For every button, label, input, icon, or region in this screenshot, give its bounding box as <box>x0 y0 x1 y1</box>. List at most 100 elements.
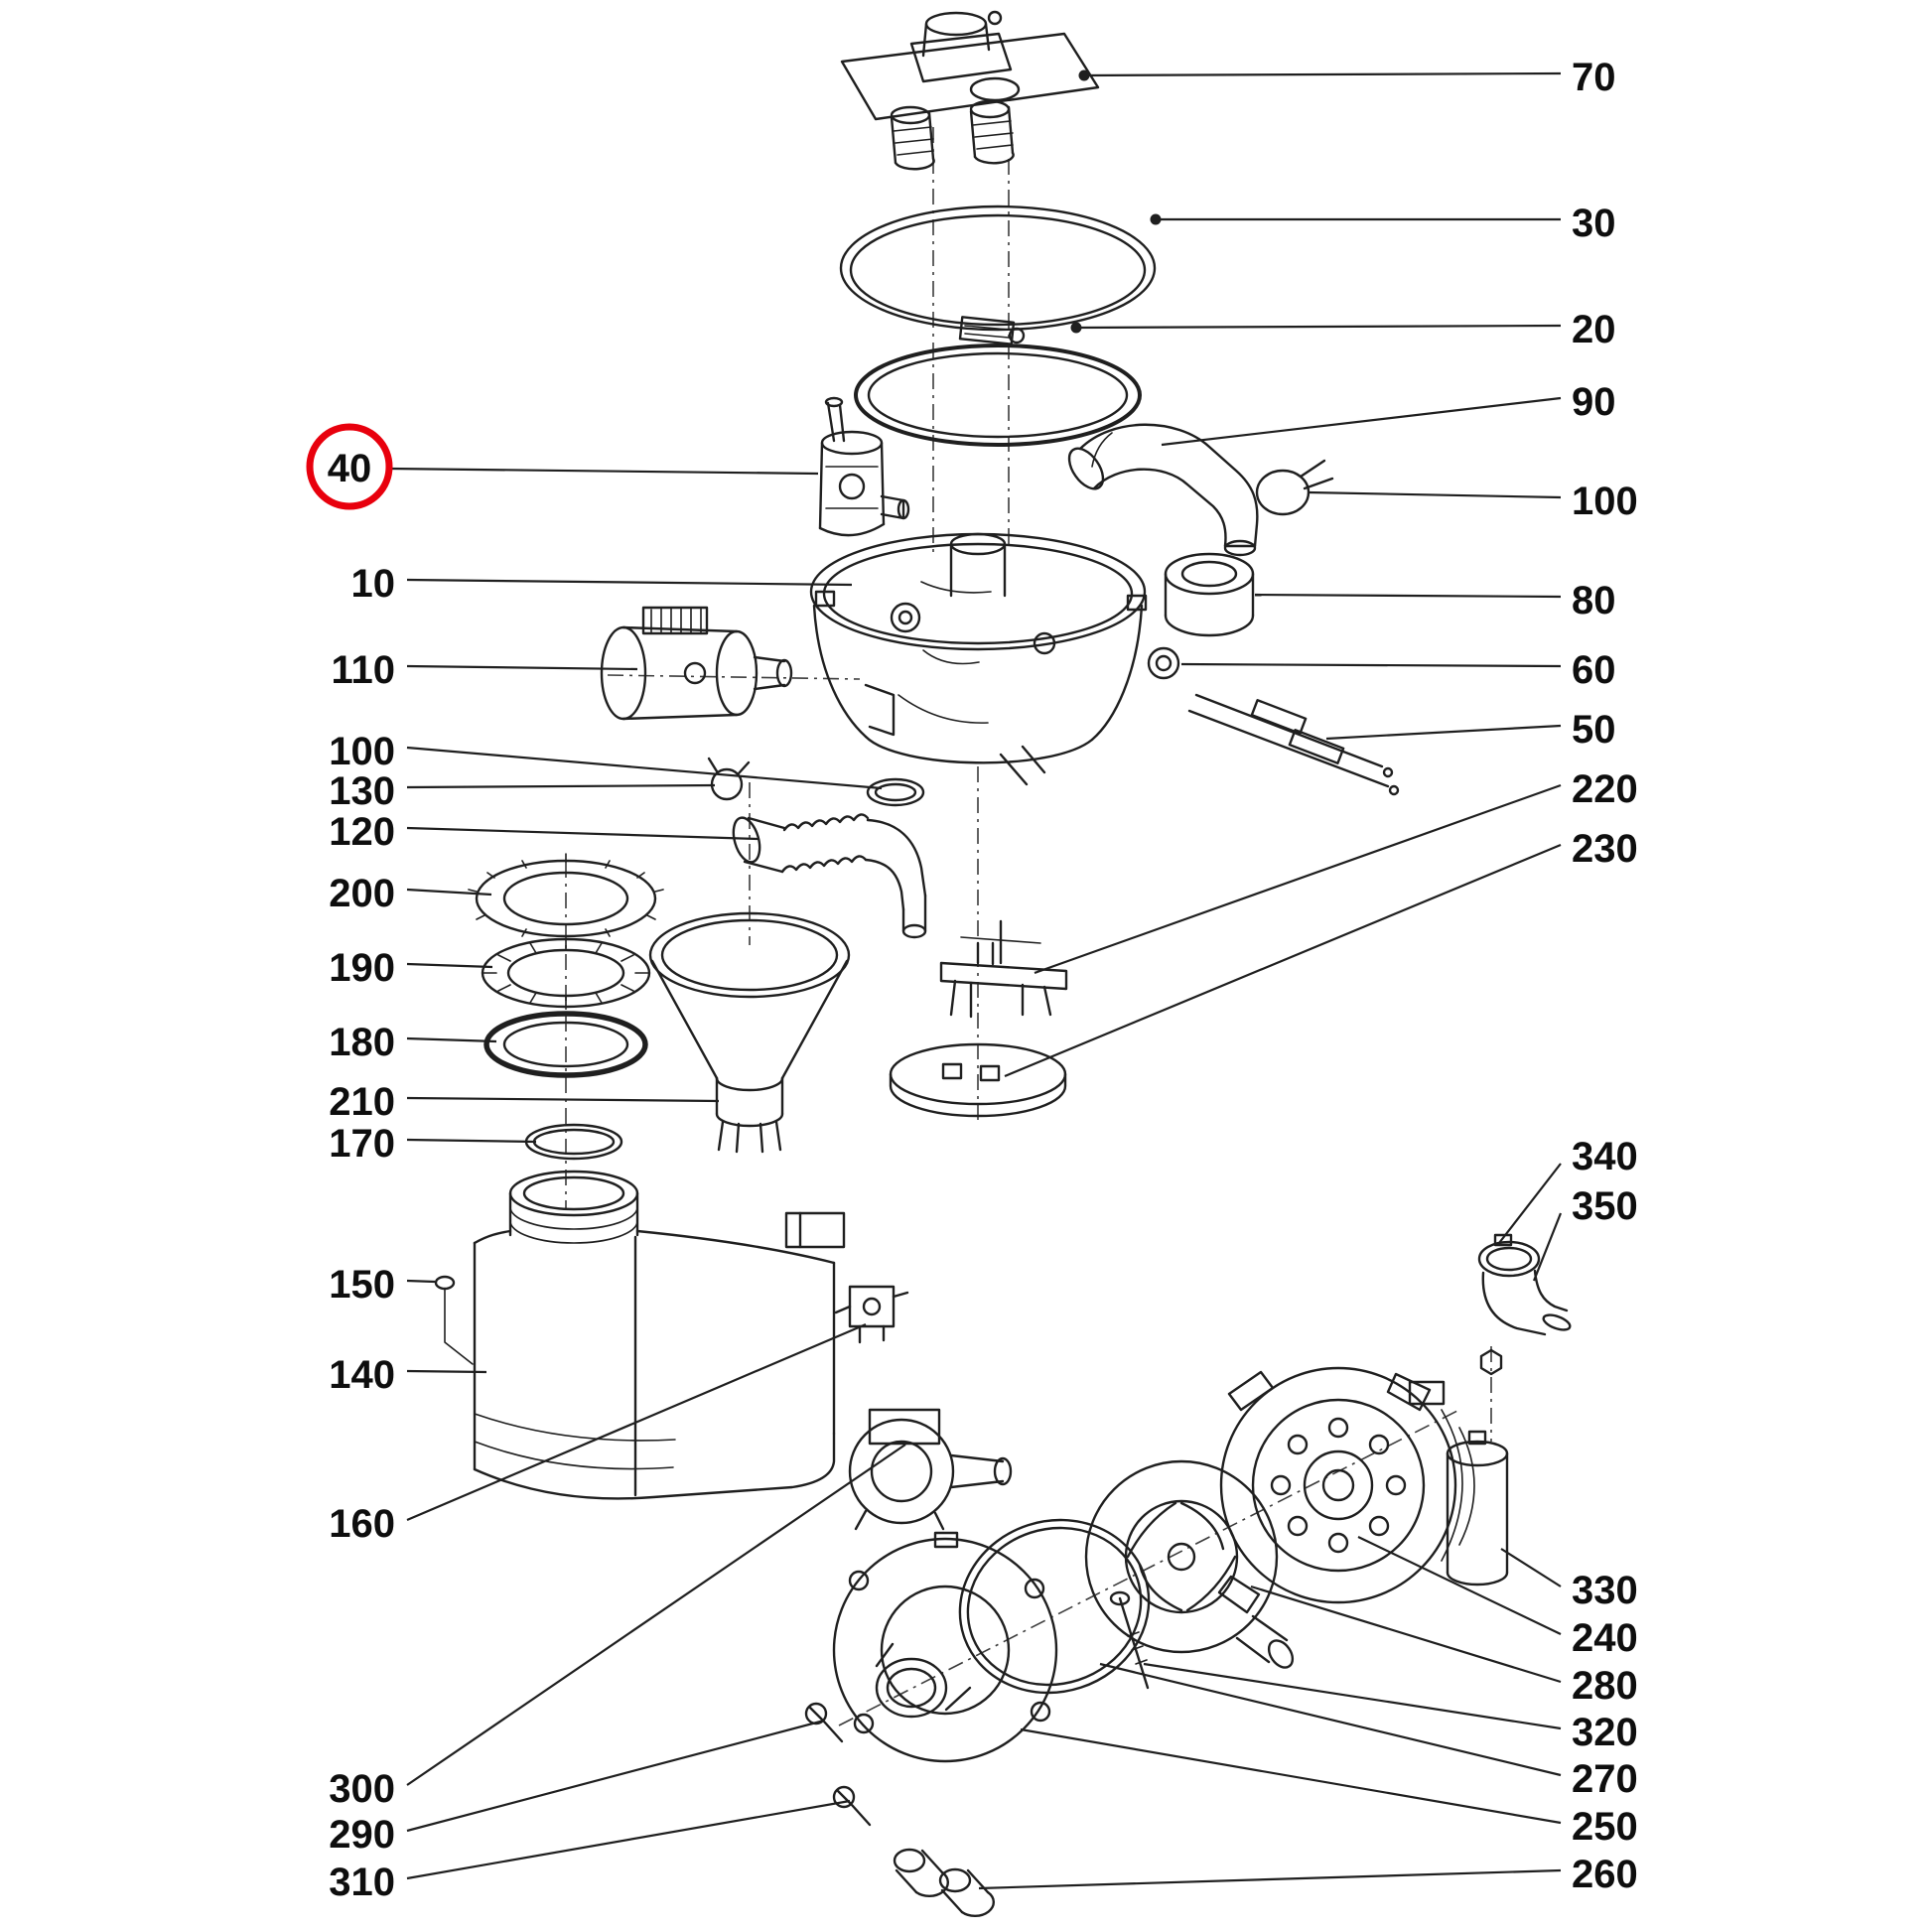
leader-line-220 <box>1034 783 1562 975</box>
part-180-seal-gasket <box>483 1011 648 1078</box>
part-label-120: 120 <box>329 810 395 854</box>
part-30-clamp-band <box>839 205 1157 345</box>
part-label-340: 340 <box>1572 1135 1638 1178</box>
part-label-180: 180 <box>329 1021 395 1064</box>
part-290-screw <box>804 1702 844 1743</box>
part-label-170: 170 <box>329 1122 395 1166</box>
leader-line-100-right <box>1308 490 1562 499</box>
part-label-90: 90 <box>1572 380 1616 424</box>
leader-line-240 <box>1357 1536 1562 1635</box>
part-label-70: 70 <box>1572 56 1616 99</box>
part-label-290: 290 <box>329 1813 395 1857</box>
leader-line-320 <box>1143 1662 1562 1730</box>
part-label-160: 160 <box>329 1502 395 1546</box>
part-label-210: 210 <box>329 1080 395 1124</box>
leader-line-110 <box>406 664 638 671</box>
leader-line-140 <box>406 1369 487 1374</box>
part-230-disc <box>889 1042 1067 1118</box>
leader-line-40 <box>389 467 819 476</box>
part-140-softener-tank <box>473 1170 846 1500</box>
part-label-190: 190 <box>329 946 395 990</box>
part-240-motor-pump-unit <box>1217 1366 1475 1614</box>
part-160-bracket <box>834 1285 909 1344</box>
part-110-wash-motor <box>600 606 793 721</box>
part-80-bushing <box>1164 552 1255 637</box>
leader-line-60 <box>1180 662 1562 668</box>
part-50-heating-element <box>1187 693 1400 796</box>
part-label-270: 270 <box>1572 1757 1638 1801</box>
part-200-tank-cap <box>468 853 664 938</box>
part-label-140: 140 <box>329 1353 395 1397</box>
part-90-elbow-hose <box>1067 423 1259 557</box>
part-260-hose-connectors <box>893 1848 995 1918</box>
part-350-elbow <box>1479 1269 1572 1376</box>
part-20-seal-ring <box>854 344 1142 447</box>
part-label-230: 230 <box>1572 827 1638 871</box>
part-40-inlet-assembly <box>818 396 910 537</box>
leader-line-150 <box>406 1279 436 1284</box>
part-label-280: 280 <box>1572 1664 1638 1708</box>
part-label-50: 50 <box>1572 708 1616 752</box>
leader-line-160 <box>406 1322 867 1522</box>
leader-line-310 <box>406 1799 851 1880</box>
part-label-20: 20 <box>1572 308 1616 351</box>
part-label-80: 80 <box>1572 579 1616 622</box>
part-270-o-ring-large <box>958 1518 1151 1695</box>
leader-line-300 <box>406 1444 906 1786</box>
part-label-100-right: 100 <box>1572 480 1638 523</box>
leader-line-130 <box>406 783 716 789</box>
leader-line-230 <box>1004 843 1562 1078</box>
part-100-clamp-right <box>1255 459 1334 516</box>
part-label-300: 300 <box>329 1767 395 1811</box>
part-label-330: 330 <box>1572 1569 1638 1612</box>
leader-line-10 <box>406 578 853 587</box>
leader-line-70 <box>1083 71 1562 77</box>
part-label-110: 110 <box>331 648 395 692</box>
leader-line-340 <box>1498 1163 1562 1244</box>
leader-line-280 <box>1250 1585 1562 1684</box>
part-label-60: 60 <box>1572 648 1616 692</box>
part-220-water-distributor <box>939 919 1068 1019</box>
leader-line-90 <box>1161 396 1562 447</box>
part-210-funnel <box>648 911 851 1154</box>
part-170-o-ring <box>524 1123 623 1161</box>
leader-dot-30 <box>1150 213 1162 225</box>
part-label-200: 200 <box>329 872 395 915</box>
part-300-drain-pump <box>848 1408 1013 1531</box>
leader-dot-20 <box>1070 322 1082 334</box>
leader-line-50 <box>1325 724 1562 741</box>
part-100-clamp-left <box>866 777 925 807</box>
part-120-corrugated-hose <box>732 813 927 939</box>
leader-line-270 <box>1099 1662 1562 1777</box>
leader-dot-70 <box>1078 69 1090 81</box>
leader-lines-layer <box>389 69 1563 1890</box>
leader-line-20 <box>1075 324 1562 330</box>
part-130-clamp-clip <box>707 757 751 801</box>
leader-line-100-left <box>406 746 883 790</box>
part-label-10: 10 <box>351 562 396 606</box>
part-label-30: 30 <box>1572 202 1616 245</box>
part-label-100-left: 100 <box>329 730 395 773</box>
leader-line-120 <box>406 826 759 841</box>
leader-line-260 <box>978 1868 1562 1890</box>
leader-line-180 <box>406 1036 497 1043</box>
leader-line-250 <box>1020 1727 1562 1825</box>
leader-line-330 <box>1500 1548 1562 1587</box>
part-label-350: 350 <box>1572 1184 1638 1228</box>
part-label-150: 150 <box>329 1263 395 1307</box>
leader-line-290 <box>406 1719 825 1833</box>
part-330-capacitor <box>1446 1430 1509 1587</box>
part-10-sump-body <box>809 532 1148 786</box>
leader-line-80 <box>1254 593 1562 599</box>
part-label-130: 130 <box>329 769 395 813</box>
highlight-circle <box>306 423 393 510</box>
part-label-220: 220 <box>1572 767 1638 811</box>
part-label-240: 240 <box>1572 1616 1638 1660</box>
part-70-top-cover-plate <box>840 10 1100 171</box>
leader-line-210 <box>406 1096 720 1103</box>
leader-line-190 <box>406 962 493 969</box>
part-250-pump-cover <box>832 1531 1058 1763</box>
leader-line-350 <box>1532 1212 1563 1282</box>
